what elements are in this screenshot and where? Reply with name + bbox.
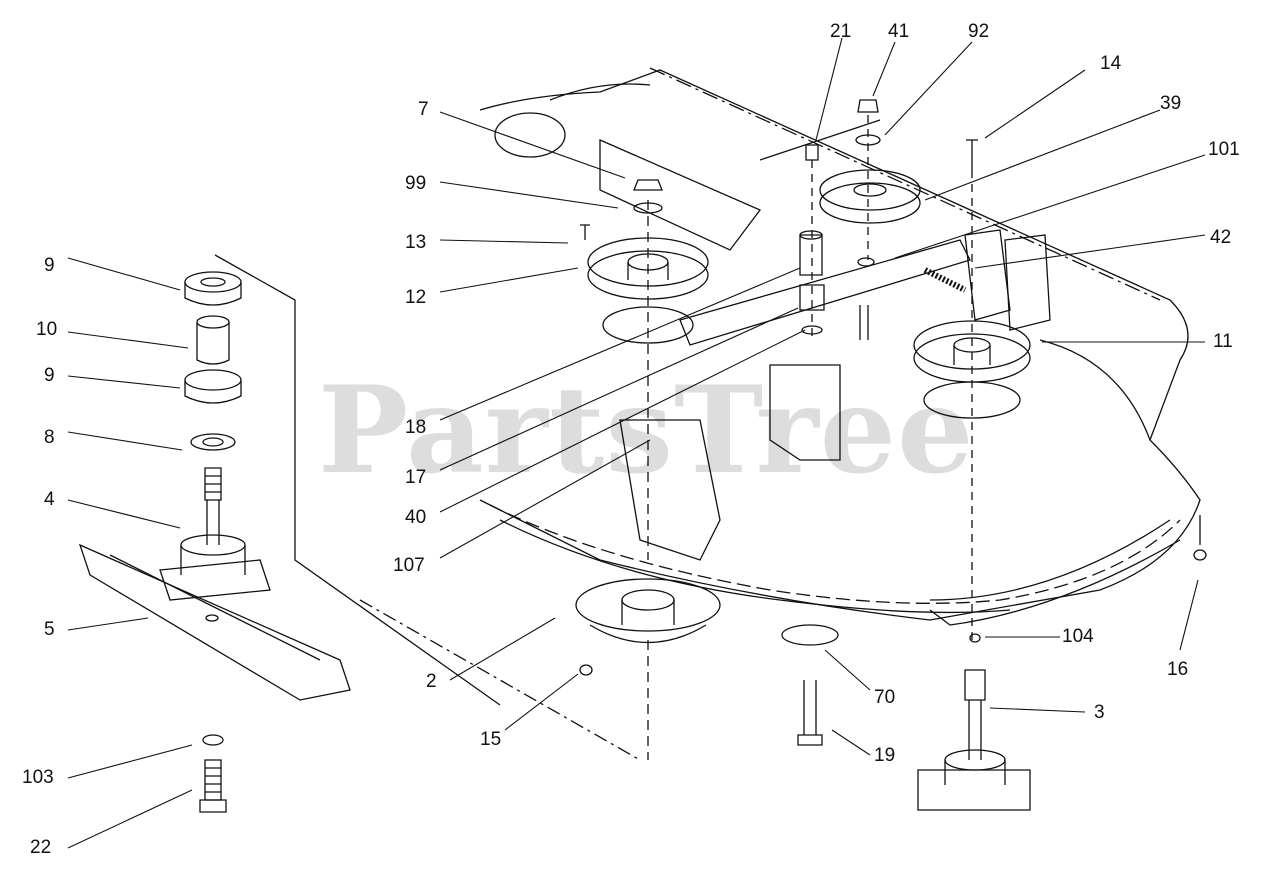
callout-15[interactable]: 15 — [480, 729, 502, 750]
callout-14[interactable]: 14 — [1100, 53, 1122, 74]
spindle-housing — [575, 578, 721, 760]
callout-10[interactable]: 10 — [36, 319, 58, 340]
blade-bolt — [199, 734, 227, 813]
callout-99[interactable]: 99 — [405, 173, 427, 194]
callout-70[interactable]: 70 — [874, 687, 896, 708]
callout-3[interactable]: 3 — [1094, 702, 1105, 723]
spring-bracket — [923, 229, 1051, 331]
blade — [78, 543, 351, 701]
callout-9-bottom[interactable]: 9 — [44, 365, 55, 386]
idler-arm — [679, 230, 971, 346]
callout-17[interactable]: 17 — [405, 467, 427, 488]
callout-104[interactable]: 104 — [1062, 626, 1094, 647]
callout-39[interactable]: 39 — [1160, 93, 1182, 114]
callout-13[interactable]: 13 — [405, 232, 427, 253]
callout-2[interactable]: 2 — [426, 671, 437, 692]
callout-9-top[interactable]: 9 — [44, 255, 55, 276]
left-spindle-stack — [159, 271, 271, 601]
callout-4[interactable]: 4 — [44, 489, 55, 510]
callout-7[interactable]: 7 — [418, 99, 429, 120]
callout-103[interactable]: 103 — [22, 767, 54, 788]
callout-101[interactable]: 101 — [1208, 139, 1240, 160]
right-spindle — [917, 515, 1207, 811]
callout-21[interactable]: 21 — [830, 21, 852, 42]
callout-5[interactable]: 5 — [44, 619, 55, 640]
callout-42[interactable]: 42 — [1210, 227, 1232, 248]
callout-18[interactable]: 18 — [405, 417, 427, 438]
callout-22[interactable]: 22 — [30, 837, 52, 858]
callout-41[interactable]: 41 — [888, 21, 910, 42]
pulley-right — [913, 139, 1031, 640]
leader-lines — [67, 37, 1206, 849]
callout-19[interactable]: 19 — [874, 745, 896, 766]
callout-92[interactable]: 92 — [968, 21, 990, 42]
deck-housing — [479, 67, 1201, 626]
front-bracket — [619, 364, 841, 561]
callout-40[interactable]: 40 — [405, 507, 427, 528]
callout-107[interactable]: 107 — [393, 555, 425, 576]
callout-11[interactable]: 11 — [1213, 331, 1233, 352]
pulley-idler — [805, 99, 921, 340]
callout-16[interactable]: 16 — [1167, 659, 1189, 680]
left-deck-section — [214, 254, 641, 761]
callout-12[interactable]: 12 — [405, 287, 427, 308]
callout-8[interactable]: 8 — [44, 427, 55, 448]
pulley-left — [580, 179, 709, 560]
washer-bolt — [781, 624, 839, 746]
